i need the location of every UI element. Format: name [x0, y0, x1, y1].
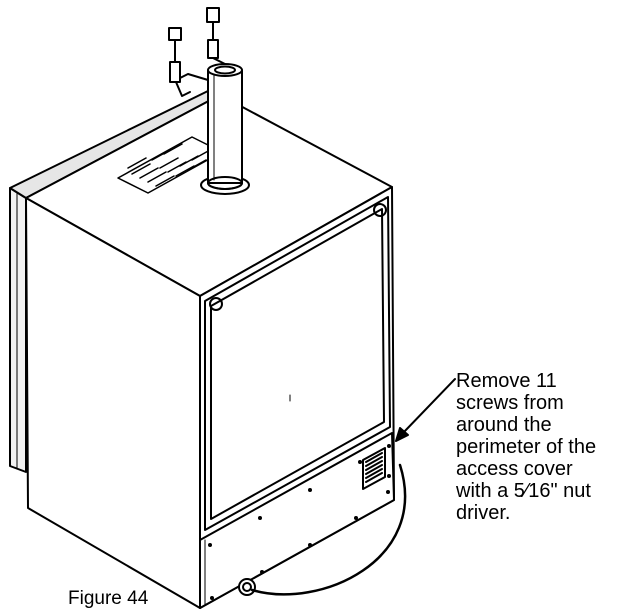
- figure-caption: Figure 44: [68, 588, 149, 609]
- callout-line: perimeter of the: [456, 436, 597, 458]
- callout-leader: [395, 378, 456, 442]
- side-panel-strip: [9, 187, 27, 473]
- callout-line: with a 5⁄16" nut: [456, 480, 591, 502]
- beer-tower: [200, 63, 250, 195]
- callout-line: screws from: [456, 392, 564, 414]
- access-cover: [199, 432, 395, 609]
- door-panel: [204, 196, 391, 531]
- door-hinge-screw-bottom: [209, 297, 223, 311]
- callout-instruction: Remove 11 screws from around the perimet…: [456, 370, 632, 524]
- cover-screws: [208, 444, 391, 600]
- vent-louvers: [362, 447, 386, 490]
- callout-line: driver.: [456, 502, 511, 524]
- control-knob: [238, 578, 256, 596]
- hose-line: [250, 463, 407, 596]
- door-hinge-screw-top: [373, 203, 387, 217]
- tap-handles: [168, 7, 226, 97]
- callout-line: around the: [456, 414, 552, 436]
- callout-line: Remove 11: [456, 370, 557, 392]
- callout-line: access cover: [456, 458, 573, 480]
